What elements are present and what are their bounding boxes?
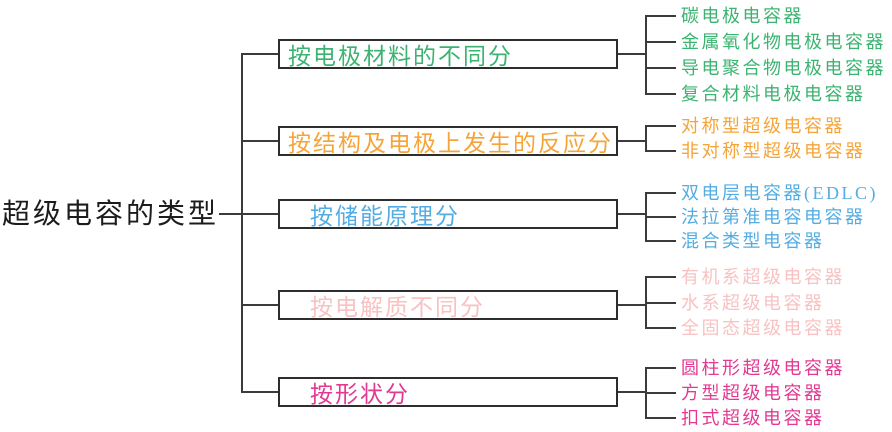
leaf-item: 圆柱形超级电容器	[681, 358, 845, 378]
leaf-item: 扣式超级电容器	[681, 408, 825, 428]
branch-shape-lines	[617, 367, 676, 419]
leaf-item: 法拉第准电容电容器	[681, 207, 866, 227]
leaf-item: 双电层电容器(EDLC)	[681, 183, 878, 203]
root-label: 超级电容的类型	[2, 199, 220, 230]
branch-structure-reaction-lines	[617, 125, 676, 152]
branch-box-electrode-material: 按电极材料的不同分	[278, 39, 618, 69]
branch-energy-storage-lines	[617, 192, 676, 242]
leaf-item: 有机系超级电容器	[681, 267, 845, 287]
leaf-item: 金属氧化物电极电容器	[681, 32, 886, 52]
left-tree-lines	[219, 53, 279, 393]
branch-electrolyte-lines	[617, 276, 676, 329]
leaf-item: 非对称型超级电容器	[681, 141, 866, 161]
branch-box-electrolyte: 按电解质不同分	[278, 290, 618, 320]
branch-box-structure-reaction: 按结构及电极上发生的反应分	[278, 126, 618, 156]
leaf-item: 导电聚合物电极电容器	[681, 58, 886, 78]
leaf-item: 碳电极电容器	[681, 6, 804, 26]
leaf-item: 复合材料电极电容器	[681, 84, 866, 104]
branch-box-shape: 按形状分	[278, 377, 618, 407]
branch-electrode-material-lines	[617, 15, 676, 95]
leaf-item: 水系超级电容器	[681, 293, 825, 313]
branch-box-energy-storage-principle: 按储能原理分	[278, 199, 618, 229]
leaf-item: 方型超级电容器	[681, 383, 825, 403]
leaf-item: 全固态超级电容器	[681, 318, 845, 338]
leaf-item: 对称型超级电容器	[681, 116, 845, 136]
leaf-item: 混合类型电容器	[681, 231, 825, 251]
